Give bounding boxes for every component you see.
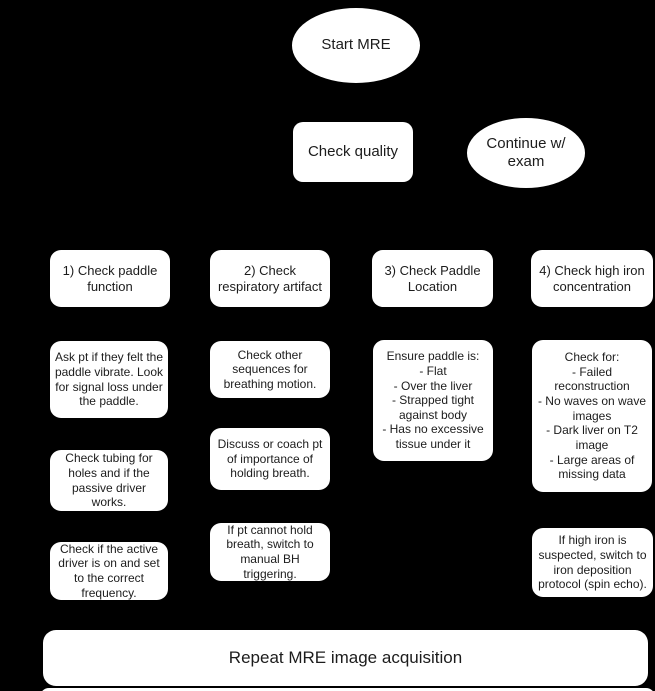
step-manual-bh-triggering: If pt cannot hold breath, switch to manu… xyxy=(210,523,330,581)
step-paddle-vibrate: Ask pt if they felt the paddle vibrate. … xyxy=(50,341,168,418)
flowchart-node-repeat-acquisition: Repeat MRE image acquisition xyxy=(43,630,648,686)
column-header-paddle-location: 3) Check Paddle Location xyxy=(372,250,493,307)
flowchart-node-check-quality: Check quality xyxy=(293,122,413,182)
cutoff-node-bottom-edge xyxy=(40,688,655,691)
step-check-sequences: Check other sequences for breathing moti… xyxy=(210,341,330,398)
step-high-iron-signs: Check for: - Failed reconstruction - No … xyxy=(532,340,652,492)
column-header-respiratory-artifact: 2) Check respiratory artifact xyxy=(210,250,330,307)
column-header-high-iron: 4) Check high iron concentration xyxy=(531,250,653,307)
step-ensure-paddle-position: Ensure paddle is: - Flat - Over the live… xyxy=(373,340,493,461)
step-check-tubing: Check tubing for holes and if the passiv… xyxy=(50,450,168,511)
step-iron-deposition-protocol: If high iron is suspected, switch to iro… xyxy=(532,528,653,597)
flowchart-node-continue-exam: Continue w/ exam xyxy=(467,118,585,188)
step-coach-patient: Discuss or coach pt of importance of hol… xyxy=(210,428,330,490)
step-active-driver: Check if the active driver is on and set… xyxy=(50,542,168,600)
column-header-paddle-function: 1) Check paddle function xyxy=(50,250,170,307)
flowchart-node-start: Start MRE xyxy=(292,8,420,83)
